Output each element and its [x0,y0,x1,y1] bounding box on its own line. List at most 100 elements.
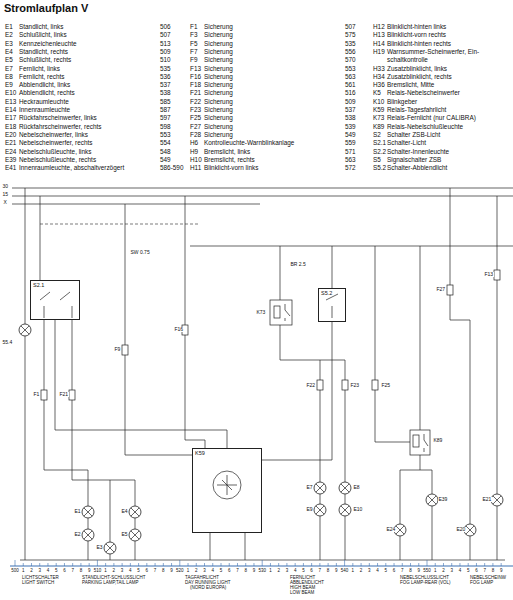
component-label: K73 [256,310,266,315]
table-code: S2 [373,132,381,138]
table-number: 535 [160,66,171,72]
ruler-tick [97,560,98,566]
table-name: Fernlicht, links [19,66,60,72]
ruler-tick [15,560,16,566]
component-label: F1 [33,392,40,397]
ruler-number: 9 [248,569,260,574]
component-label: SW 0.75 [130,250,150,255]
table-code: E10 [5,90,16,96]
ruler-number: 7 [231,569,243,574]
ruler-number: 9 [166,569,178,574]
ruler-tick [146,563,147,566]
table-code: E3 [5,41,13,47]
table-name: Standlicht, rechts [19,49,68,55]
table-code: S2.2 [373,149,386,155]
ruler-tick [427,560,428,566]
ruler-tick [501,563,502,566]
table-name: Blinklicht-hinten links [387,24,446,30]
table-number: 549 [160,157,171,163]
table-code: E8 [5,74,13,80]
ruler-number: 5 [133,569,145,574]
ruler-number: 3 [34,569,46,574]
table-code: H6 [190,140,198,146]
table-name: Schlußlicht, links [19,32,67,38]
table-name: Nebelschlußleuchte, links [19,149,91,155]
ruler-tick [212,563,213,566]
fuse [122,345,128,355]
relay-coil [274,306,280,318]
ruler-tick [352,563,353,566]
fuse [372,380,378,390]
function-label: FOG LAMP [470,581,493,586]
table-name: Blinklicht-vorn links [204,165,258,171]
lamp [129,506,141,518]
ruler-tick [72,563,73,566]
relay-symbols [40,292,430,499]
table-name: Blinklicht-vorn rechts [387,32,446,38]
table-code: F3 [190,32,197,38]
component-label: E4 [121,509,128,514]
ruler-tick [105,563,106,566]
ruler-tick [262,560,263,566]
table-name: Relais-Nebelscheinwerfer [387,90,460,96]
lamp [339,504,351,516]
ruler-number: 6 [141,569,153,574]
component-label: E2 [74,532,81,537]
wire-lines [12,188,513,560]
ruler-number: 5 [215,569,227,574]
table-number: 537 [345,107,356,113]
table-number: 509 [160,49,171,55]
ruler-tick [89,563,90,566]
ruler-tick [443,563,444,566]
table-name: Sicherung [204,66,233,72]
table-number: 537 [160,82,171,88]
table-name: Innenraumleuchte, abschaltverzögert [19,165,124,171]
relay-coil [413,435,419,447]
table-code: H9 [190,149,198,155]
table-name: Sicherung [204,90,233,96]
table-name: Sicherung [204,57,233,63]
ruler-number: 2 [190,569,202,574]
ruler-number: 1 [264,569,276,574]
function-label: STANDLICHT-SCHLUSSLICHT [82,576,145,581]
table-code: E39 [5,157,16,163]
ruler-number: 9 [413,569,425,574]
ruler-tick [451,563,452,566]
ruler-number: 6 [470,569,482,574]
ruler-number: 9 [495,569,507,574]
ruler-number: 4 [372,569,384,574]
ruler-number: 4 [42,569,54,574]
ruler-number: 8 [157,569,169,574]
table-number: 586-590 [160,165,183,171]
table-code: F21 [190,90,201,96]
table-code: E17 [5,115,16,121]
function-label: (NORD EUROPA) [190,586,226,591]
ruler-number: 4 [289,569,301,574]
table-name: Sicherung [204,99,233,105]
table-number: 506 [160,24,171,30]
ruler-tick [253,563,254,566]
table-number: 561 [345,82,356,88]
component-label: F22 [306,383,316,388]
table-code: H33 [373,66,385,72]
fuse [494,270,500,280]
table-name: Abblendlicht, links [19,82,70,88]
relay-box [270,300,292,325]
table-name: Schalter-Innenleuchte [387,149,449,155]
relay-contact [285,304,290,321]
table-code: F7 [190,49,197,55]
table-name: Schalter ZSB-Licht [387,132,440,138]
ruler-tick [328,563,329,566]
table-code: S5 [373,157,381,163]
table-code: K10 [373,99,384,105]
table-name: Blinkgeber [387,99,417,105]
function-label: NEBELSCHLUSSLICHT [400,576,449,581]
component-label: E5 [121,532,128,537]
table-name: Sicherung [204,124,233,130]
ruler-tick [179,560,180,566]
ruler-tick [336,563,337,566]
table-code: K59 [373,107,384,113]
table-number: 509 [345,99,356,105]
component-label: E21 [482,497,492,502]
ruler-tick [344,560,345,566]
